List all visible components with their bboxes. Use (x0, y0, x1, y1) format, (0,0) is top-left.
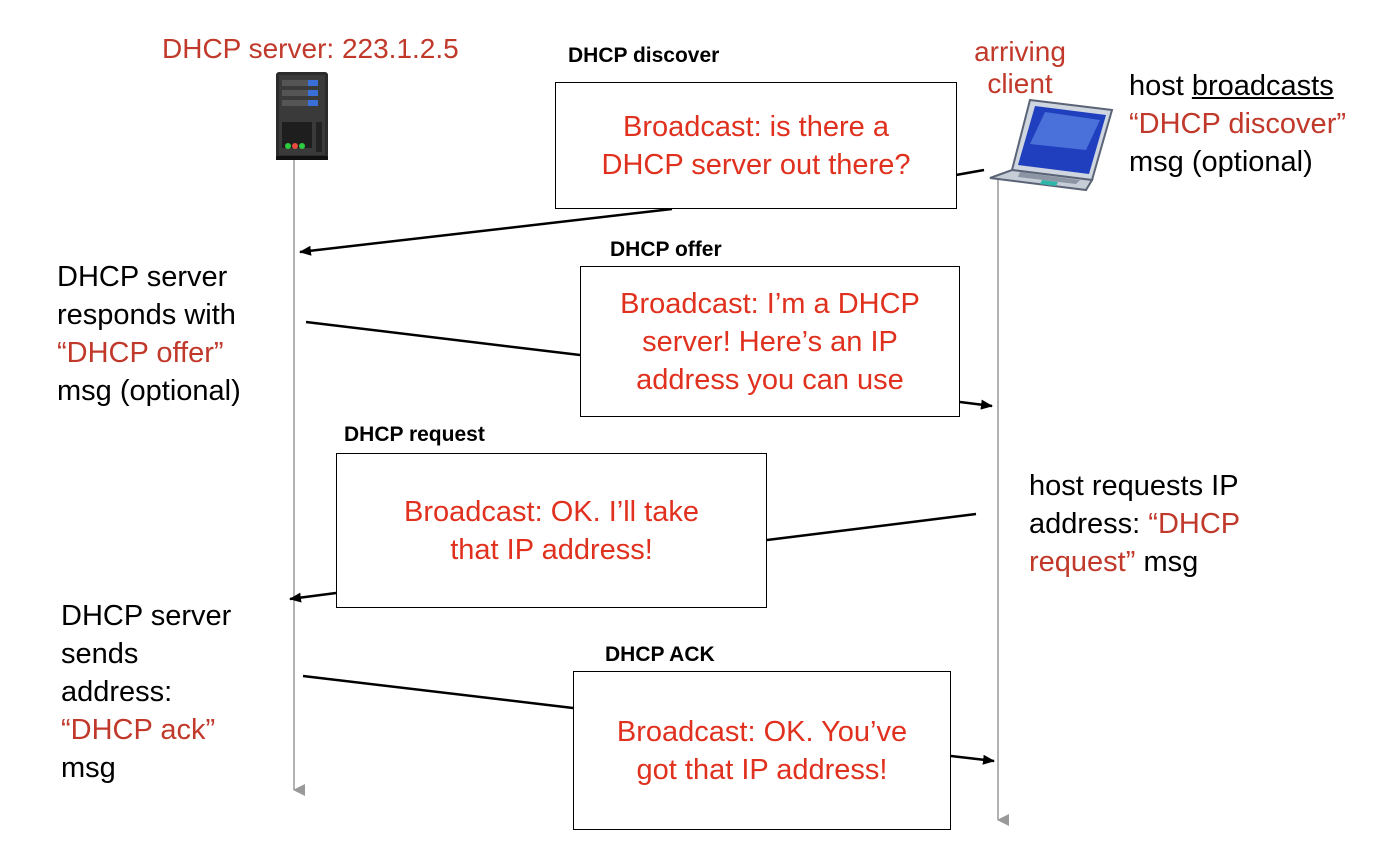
offer-box-text: Broadcast: I’m a DHCP server! Here’s an … (620, 287, 920, 396)
discover-arrow-tail (955, 168, 985, 177)
ack-box: Broadcast: OK. You’ve got that IP addres… (573, 671, 951, 830)
client-title-line1: arriving (974, 36, 1066, 67)
offer-label: DHCP offer (610, 238, 722, 261)
offer-ann-l1: DHCP server (57, 261, 228, 293)
ack-annotation: DHCP server sends address: “DHCP ack” ms… (61, 597, 231, 787)
discover-annotation: host broadcasts “DHCP discover” msg (opt… (1129, 67, 1346, 181)
offer-arrow (959, 399, 993, 410)
ack-box-text: Broadcast: OK. You’ve got that IP addres… (616, 715, 908, 786)
request-ann-l1: host requests IP (1029, 470, 1239, 502)
discover-box: Broadcast: is there a DHCP server out th… (555, 82, 957, 209)
request-box-text: Broadcast: OK. I’ll take that IP address… (404, 495, 699, 566)
discover-arrow (299, 207, 673, 256)
ack-label: DHCP ACK (605, 643, 715, 666)
offer-ann-l2: responds with (57, 299, 236, 331)
ack-arrow (950, 754, 995, 765)
request-box: Broadcast: OK. I’ll take that IP address… (336, 453, 767, 608)
ack-arrow-tail (302, 674, 574, 710)
discover-ann-l3: msg (optional) (1129, 146, 1313, 178)
request-ann-l3a: request” (1029, 546, 1136, 578)
ack-ann-l5: msg (61, 752, 116, 784)
client-title: arriving client (950, 36, 1090, 100)
request-ann-l2b: “DHCP (1148, 508, 1241, 540)
ack-ann-l3: address: (61, 676, 173, 708)
discover-box-text: Broadcast: is there a DHCP server out th… (601, 110, 911, 181)
client-title-line2: client (987, 68, 1053, 99)
request-arrow-tail (766, 512, 977, 542)
discover-ann-l1a: host (1129, 70, 1192, 102)
ack-ann-l4: “DHCP ack” (61, 714, 216, 746)
request-ann-l3b: msg (1135, 546, 1199, 578)
request-arrow (289, 591, 337, 603)
discover-ann-l2: “DHCP discover” (1129, 108, 1347, 140)
offer-annotation: DHCP server responds with “DHCP offer” m… (57, 258, 241, 410)
offer-box: Broadcast: I’m a DHCP server! Here’s an … (580, 266, 960, 417)
laptop-icon (989, 98, 1114, 192)
offer-ann-l3: “DHCP offer” (57, 337, 224, 369)
server-title: DHCP server: 223.1.2.5 (162, 33, 459, 64)
server-icon (276, 72, 328, 160)
request-label: DHCP request (344, 423, 485, 446)
offer-ann-l4: msg (optional) (57, 375, 241, 407)
discover-ann-l1b: broadcasts (1191, 70, 1334, 102)
ack-ann-l1: DHCP server (61, 600, 232, 632)
ack-ann-l2: sends (61, 638, 139, 670)
request-ann-l2a: address: (1029, 508, 1149, 540)
offer-arrow-tail (305, 320, 581, 357)
request-annotation: host requests IP address: “DHCP request”… (1029, 467, 1240, 581)
discover-label: DHCP discover (568, 44, 720, 67)
